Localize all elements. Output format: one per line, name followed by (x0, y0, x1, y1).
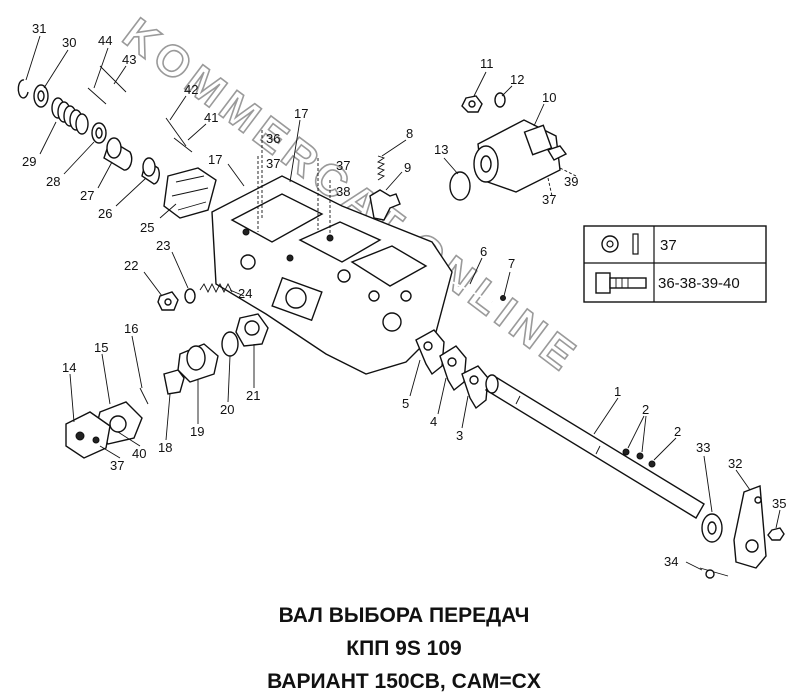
callout-labels: 31 30 44 43 29 28 27 26 25 42 41 17 17 3… (22, 21, 786, 569)
bolt-part (699, 567, 729, 579)
callout-2-b: 2 (674, 424, 681, 439)
plug-part (157, 291, 179, 311)
callout-23: 23 (156, 238, 170, 253)
title-line-2: КПП 9S 109 (346, 637, 461, 660)
callout-44: 44 (98, 33, 112, 48)
legend-washer-label: 37 (660, 237, 677, 254)
callout-11: 11 (480, 56, 494, 71)
sleeve-part (141, 157, 160, 185)
bolt-icon (595, 272, 647, 294)
callout-17-left: 17 (208, 152, 222, 167)
callout-38: 38 (336, 184, 350, 199)
callout-33: 33 (696, 440, 710, 455)
o-ring-part (449, 171, 471, 201)
callout-17-top: 17 (294, 106, 308, 121)
washer-part (91, 122, 107, 144)
bracket-part (369, 189, 401, 221)
callout-37-a: 37 (266, 156, 280, 171)
gearbox-housing-part (211, 175, 453, 375)
lever-part (733, 485, 767, 569)
callout-36: 36 (266, 131, 280, 146)
shift-block-part (163, 167, 217, 219)
washer-part (494, 92, 506, 108)
callout-1: 1 (614, 384, 621, 399)
callout-2-a: 2 (642, 402, 649, 417)
callout-31: 31 (32, 21, 46, 36)
washer-part (33, 84, 49, 108)
callout-9: 9 (404, 160, 411, 175)
callout-42: 42 (184, 82, 198, 97)
callout-25: 25 (140, 220, 154, 235)
shift-fork-part (461, 365, 489, 410)
leader-lines (25, 35, 781, 571)
rod-part (451, 281, 493, 303)
callout-34: 34 (664, 554, 678, 569)
callout-15: 15 (94, 340, 108, 355)
legend-bolt-label: 36-38-39-40 (658, 275, 740, 292)
callout-32: 32 (728, 456, 742, 471)
callout-6: 6 (480, 244, 487, 259)
parts-drawing (17, 65, 785, 579)
spring-part (51, 97, 89, 135)
spring-part (199, 282, 233, 294)
callout-19: 19 (190, 424, 204, 439)
bolt-part (165, 117, 193, 153)
title-block: ВАЛ ВЫБОРА ПЕРЕДАЧ КПП 9S 109 ВАРИАНТ 15… (267, 604, 541, 693)
snap-ring-part (17, 79, 29, 99)
bolt-part (139, 387, 149, 405)
callout-37-b: 37 (336, 158, 350, 173)
selector-shaft-part (485, 374, 705, 519)
callout-10: 10 (542, 90, 556, 105)
fastener-legend-table: 37 36-38-39-40 (583, 225, 767, 303)
nut-part (767, 527, 785, 541)
gasket-part (235, 313, 269, 347)
callout-13: 13 (434, 142, 448, 157)
bushing-part (701, 513, 723, 543)
callout-41: 41 (204, 110, 218, 125)
callout-16: 16 (124, 321, 138, 336)
callout-35: 35 (772, 496, 786, 511)
nut-part (461, 95, 483, 113)
callout-20: 20 (220, 402, 234, 417)
washer-icon (601, 233, 639, 255)
washer-part (184, 288, 196, 304)
title-line-1: ВАЛ ВЫБОРА ПЕРЕДАЧ (279, 604, 530, 627)
callout-24: 24 (238, 286, 252, 301)
callout-18: 18 (158, 440, 172, 455)
shift-fork-part (415, 329, 445, 376)
spring-part (376, 155, 386, 181)
callout-26: 26 (98, 206, 112, 221)
sensor-part (163, 369, 185, 395)
callout-14: 14 (62, 360, 76, 375)
o-ring-part (221, 331, 239, 357)
bushing-part (103, 137, 133, 171)
callout-37-d: 37 (110, 458, 124, 473)
valve-part (473, 119, 568, 193)
callout-28: 28 (46, 174, 60, 189)
callout-12: 12 (510, 72, 524, 87)
callout-39: 39 (564, 174, 578, 189)
detent-ball-part (622, 448, 656, 468)
shift-fork-part (439, 345, 467, 392)
callout-21: 21 (246, 388, 260, 403)
pin-part (500, 295, 506, 301)
callout-7: 7 (508, 256, 515, 271)
title-line-3: ВАРИАНТ 150CB, CAM=CX (267, 670, 541, 693)
callout-37-c: 37 (542, 192, 556, 207)
callout-3: 3 (456, 428, 463, 443)
callout-40: 40 (132, 446, 146, 461)
cover-part (65, 411, 111, 459)
callout-27: 27 (80, 188, 94, 203)
callout-30: 30 (62, 35, 76, 50)
callout-43: 43 (122, 52, 136, 67)
callout-4: 4 (430, 414, 437, 429)
cap-part (177, 343, 219, 383)
callout-29: 29 (22, 154, 36, 169)
callout-5: 5 (402, 396, 409, 411)
callout-8: 8 (406, 126, 413, 141)
callout-22: 22 (124, 258, 138, 273)
pin-part (87, 65, 127, 105)
